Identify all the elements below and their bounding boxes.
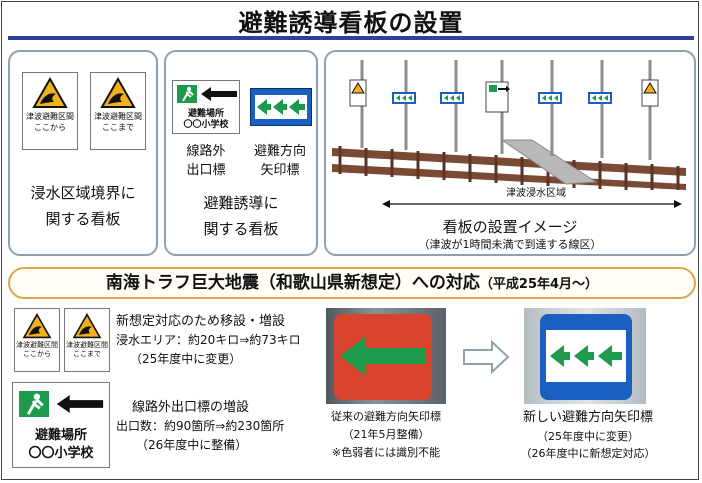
panel-caption: 避難誘導に 関する看板 [203, 194, 279, 238]
installation-caption: 看板の設置イメージ [442, 218, 578, 236]
arrow-label: 避難方向 矢印標 [253, 144, 306, 178]
tsunami-warning-icon [72, 313, 102, 339]
railway-illustration [332, 60, 686, 190]
old-green-arrow-icon [340, 336, 426, 376]
transition-arrow-icon [463, 340, 510, 374]
title-underline [8, 36, 694, 40]
zone-label: 津波浸水区域 [506, 188, 566, 199]
pole-exit-sign [485, 81, 510, 113]
new-sign-caption: 新しい避難方向矢印標 （25年度中に変更） （26年度中に新想定対応） [520, 410, 656, 460]
sign-text: 津波避難区間 [94, 112, 142, 121]
exit-sign-text: 避難場所 [34, 428, 87, 443]
running-person-icon [177, 85, 197, 103]
new-green-arrows-icon [550, 345, 622, 367]
panel-boundary-signs: 津波避難区間 ここから 津波避難区間 ここまで 浸水区域境界に 関する看板 [8, 50, 158, 256]
sign-zone-start: 津波避難区間 ここから [22, 72, 78, 150]
new-sign-photo [524, 308, 646, 404]
relocation-text: 新想定対応のため移設・増設 浸水エリア：約20キロ⇒約73キロ （25年度中に変… [116, 314, 301, 366]
sign-zone-end: 津波避難区間 ここまで [90, 72, 146, 150]
sign-text: 津波避難区間 [26, 112, 74, 121]
panel-installation-image: 津波浸水区域 看板の設置イメージ （津波が1時間未満で到達する線区） [324, 50, 696, 256]
pole-board-arrow [392, 92, 612, 104]
pole-sign-warning [641, 79, 659, 107]
sign-zone-end: 津波避難区間 ここまで [64, 308, 110, 372]
sign-zone-start: 津波避難区間 ここから [14, 308, 60, 372]
sign-text: ここまで [73, 350, 101, 358]
exit-label: 線路外 出口標 [186, 144, 226, 178]
section-banner: 南海トラフ巨大地震（和歌山県新想定）への対応（平成25年4月～） [8, 267, 696, 299]
panel-guidance-signs: 避難場所 〇〇小学校 線路外 出口標 避難方向 矢印標 避難誘導に 関する看板 [164, 50, 318, 256]
double-arrow-icon [382, 200, 682, 208]
arrow-left-icon [56, 395, 104, 413]
tsunami-warning-icon [22, 313, 52, 339]
exit-sign-text: 避難場所 [187, 109, 224, 119]
exit-sign-text: 〇〇小学校 [28, 446, 94, 461]
exit-sign-text: 〇〇小学校 [183, 120, 229, 130]
sign-text: 津波避難区間 [66, 341, 108, 349]
pole-sign-warning [349, 79, 367, 107]
arrow-left-icon [201, 87, 237, 101]
running-person-icon [19, 391, 49, 417]
old-sign-caption: 従来の避難方向矢印標 （21年5月整備） ※色弱者には識別不能 [331, 410, 441, 459]
tsunami-warning-icon [100, 77, 136, 108]
arrow-board [250, 88, 312, 126]
installation-subcaption: （津波が1時間未満で到達する線区） [418, 238, 602, 251]
tsunami-warning-icon [32, 77, 68, 108]
sign-text: ここから [34, 123, 66, 132]
banner-date: （平成25年4月～） [479, 277, 599, 292]
sign-text: ここまで [102, 123, 134, 132]
green-arrows-icon [257, 99, 305, 115]
old-sign-photo [326, 308, 446, 404]
sign-text: ここから [23, 350, 51, 358]
banner-title: 南海トラフ巨大地震（和歌山県新想定）への対応 [105, 273, 480, 293]
page-title: 避難誘導看板の設置 [238, 9, 464, 37]
exit-sign: 避難場所 〇〇小学校 [172, 80, 240, 134]
panel-caption: 浸水区域境界に 関する看板 [30, 184, 136, 228]
exit-sign: 避難場所 〇〇小学校 [12, 382, 110, 468]
sign-text: 津波避難区間 [16, 341, 58, 349]
exit-expansion-text: 線路外出口標の増設 出口数：約90箇所⇒約230箇所 （26年度中に整備） [116, 400, 285, 452]
